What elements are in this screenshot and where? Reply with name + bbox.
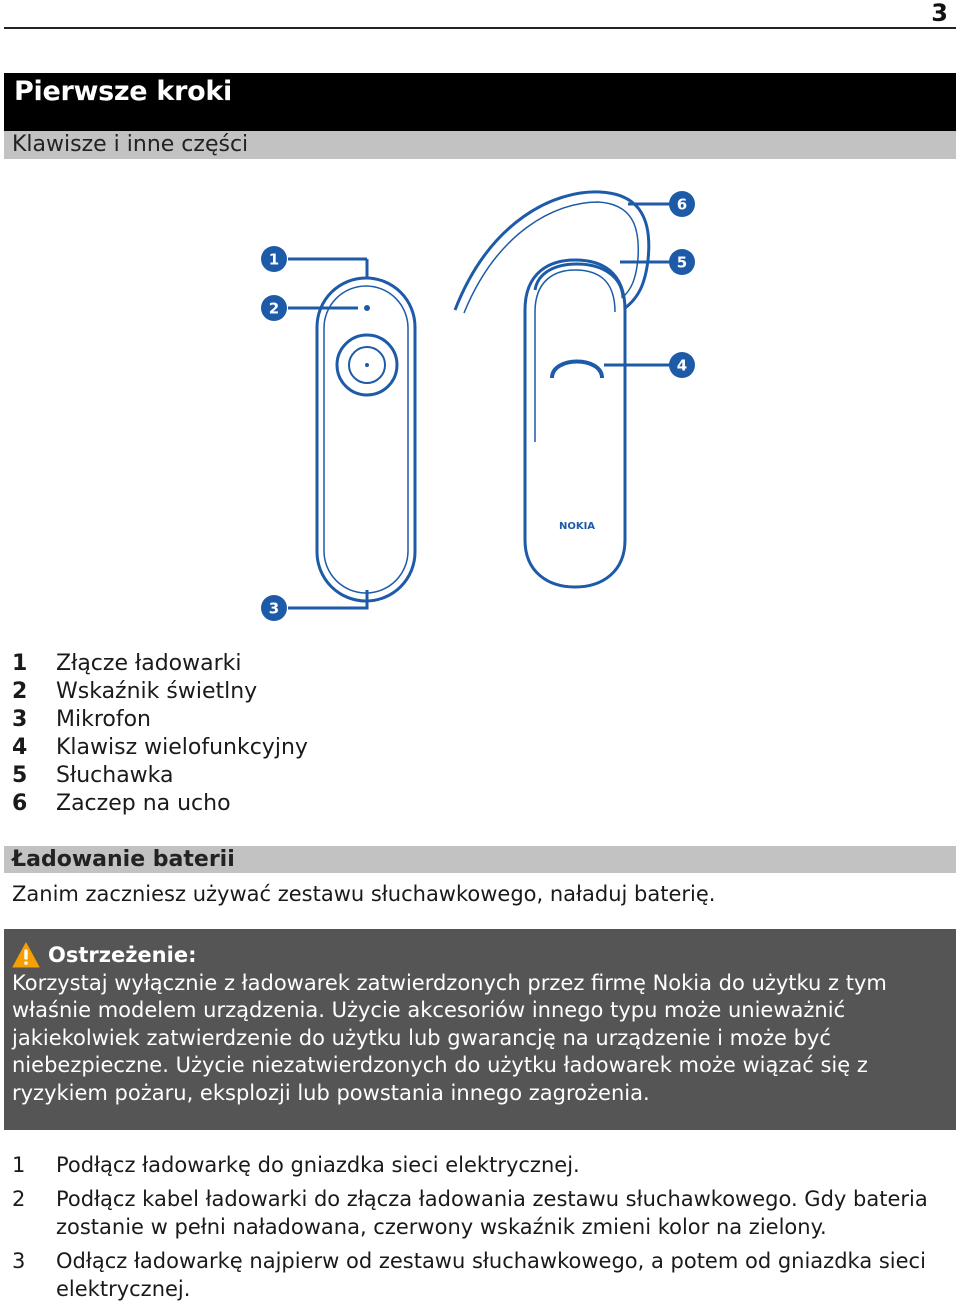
microphone-grille xyxy=(348,346,386,384)
parts-number: 1 xyxy=(12,651,28,676)
warning-title: Ostrzeżenie: xyxy=(48,943,197,967)
step-text: Podłącz kabel ładowarki do złącza ładowa… xyxy=(56,1187,928,1239)
parts-number: 2 xyxy=(12,679,28,704)
step-item: 3 Odłącz ładowarkę najpierw od zestawu s… xyxy=(12,1247,952,1303)
callout-number-2: 2 xyxy=(269,300,279,318)
parts-number: 3 xyxy=(12,707,28,732)
warning-text: Korzystaj wyłącznie z ładowarek zatwierd… xyxy=(12,971,887,1105)
callout-number-5: 5 xyxy=(677,254,687,272)
parts-label: Słuchawka xyxy=(56,763,174,788)
warning-box: Ostrzeżenie: Korzystaj wyłącznie z ładow… xyxy=(4,929,956,1130)
parts-list-item: 3 Mikrofon xyxy=(12,706,612,734)
parts-label: Klawisz wielofunkcyjny xyxy=(56,735,308,760)
section-title-charging: Ładowanie baterii xyxy=(12,847,235,872)
chapter-header: Pierwsze kroki xyxy=(4,73,956,131)
parts-list-item: 4 Klawisz wielofunkcyjny xyxy=(12,734,612,762)
headset-side-body xyxy=(523,258,627,589)
parts-label: Mikrofon xyxy=(56,707,152,732)
microphone-dot xyxy=(365,363,369,367)
headset-illustration: NOKIA 1 2 3 4 5 6 xyxy=(261,190,695,621)
step-item: 1 Podłącz ładowarkę do gniazdka sieci el… xyxy=(12,1151,952,1179)
step-text: Podłącz ładowarkę do gniazdka sieci elek… xyxy=(56,1153,580,1177)
callout-badge-6 xyxy=(669,191,695,217)
callout-badge-3 xyxy=(261,595,287,621)
headset-front-body-inner xyxy=(323,285,409,594)
step-number: 1 xyxy=(12,1153,26,1177)
callout-line-3 xyxy=(288,590,369,610)
parts-list: 1 Złącze ładowarki 2 Wskaźnik świetlny 3… xyxy=(12,650,612,818)
ear-hook xyxy=(453,190,651,311)
parts-label: Zaczep na ucho xyxy=(56,791,231,816)
callout-badge-5 xyxy=(669,249,695,275)
parts-list-item: 2 Wskaźnik świetlny xyxy=(12,678,612,706)
indicator-light xyxy=(364,305,370,311)
parts-number: 4 xyxy=(12,735,28,760)
callout-badge-2 xyxy=(261,295,287,321)
earpiece xyxy=(533,262,625,299)
step-number: 2 xyxy=(12,1187,26,1211)
page-number: 3 xyxy=(931,0,948,27)
step-item: 2 Podłącz kabel ładowarki do złącza łado… xyxy=(12,1185,952,1241)
ear-hook-inner xyxy=(463,201,640,314)
brand-label: NOKIA xyxy=(559,521,595,532)
warning-triangle-icon xyxy=(12,942,40,968)
parts-list-item: 6 Zaczep na ucho xyxy=(12,790,612,818)
parts-number: 6 xyxy=(12,791,28,816)
charging-intro: Zanim zaczniesz używać zestawu słuchawko… xyxy=(12,882,716,906)
parts-label: Złącze ładowarki xyxy=(56,651,242,676)
parts-list-item: 5 Słuchawka xyxy=(12,762,612,790)
step-text: Odłącz ładowarkę najpierw od zestawu słu… xyxy=(56,1249,926,1301)
charging-steps: 1 Podłącz ładowarkę do gniazdka sieci el… xyxy=(12,1151,952,1309)
step-number: 3 xyxy=(12,1249,26,1273)
callout-number-3: 3 xyxy=(269,600,279,618)
parts-list-item: 1 Złącze ładowarki xyxy=(12,650,612,678)
multifunction-key xyxy=(550,359,604,379)
callout-badge-4 xyxy=(669,352,695,378)
headset-side-inner xyxy=(534,269,616,442)
header-rule xyxy=(4,27,956,29)
callout-number-1: 1 xyxy=(269,251,279,269)
callout-number-4: 4 xyxy=(677,357,687,375)
callout-badge-1 xyxy=(261,246,287,272)
callout-badges: 1 2 3 4 5 6 xyxy=(261,191,695,621)
warning-header: Ostrzeżenie: xyxy=(12,941,946,969)
section-header-keys: Klawisze i inne części xyxy=(4,131,956,159)
microphone-ring xyxy=(335,333,399,397)
parts-label: Wskaźnik świetlny xyxy=(56,679,258,704)
section-title-keys: Klawisze i inne części xyxy=(12,132,249,157)
section-header-charging: Ładowanie baterii xyxy=(4,846,956,873)
parts-number: 5 xyxy=(12,763,28,788)
chapter-title: Pierwsze kroki xyxy=(14,76,232,107)
headset-front-body xyxy=(315,276,417,603)
callout-number-6: 6 xyxy=(677,196,687,214)
